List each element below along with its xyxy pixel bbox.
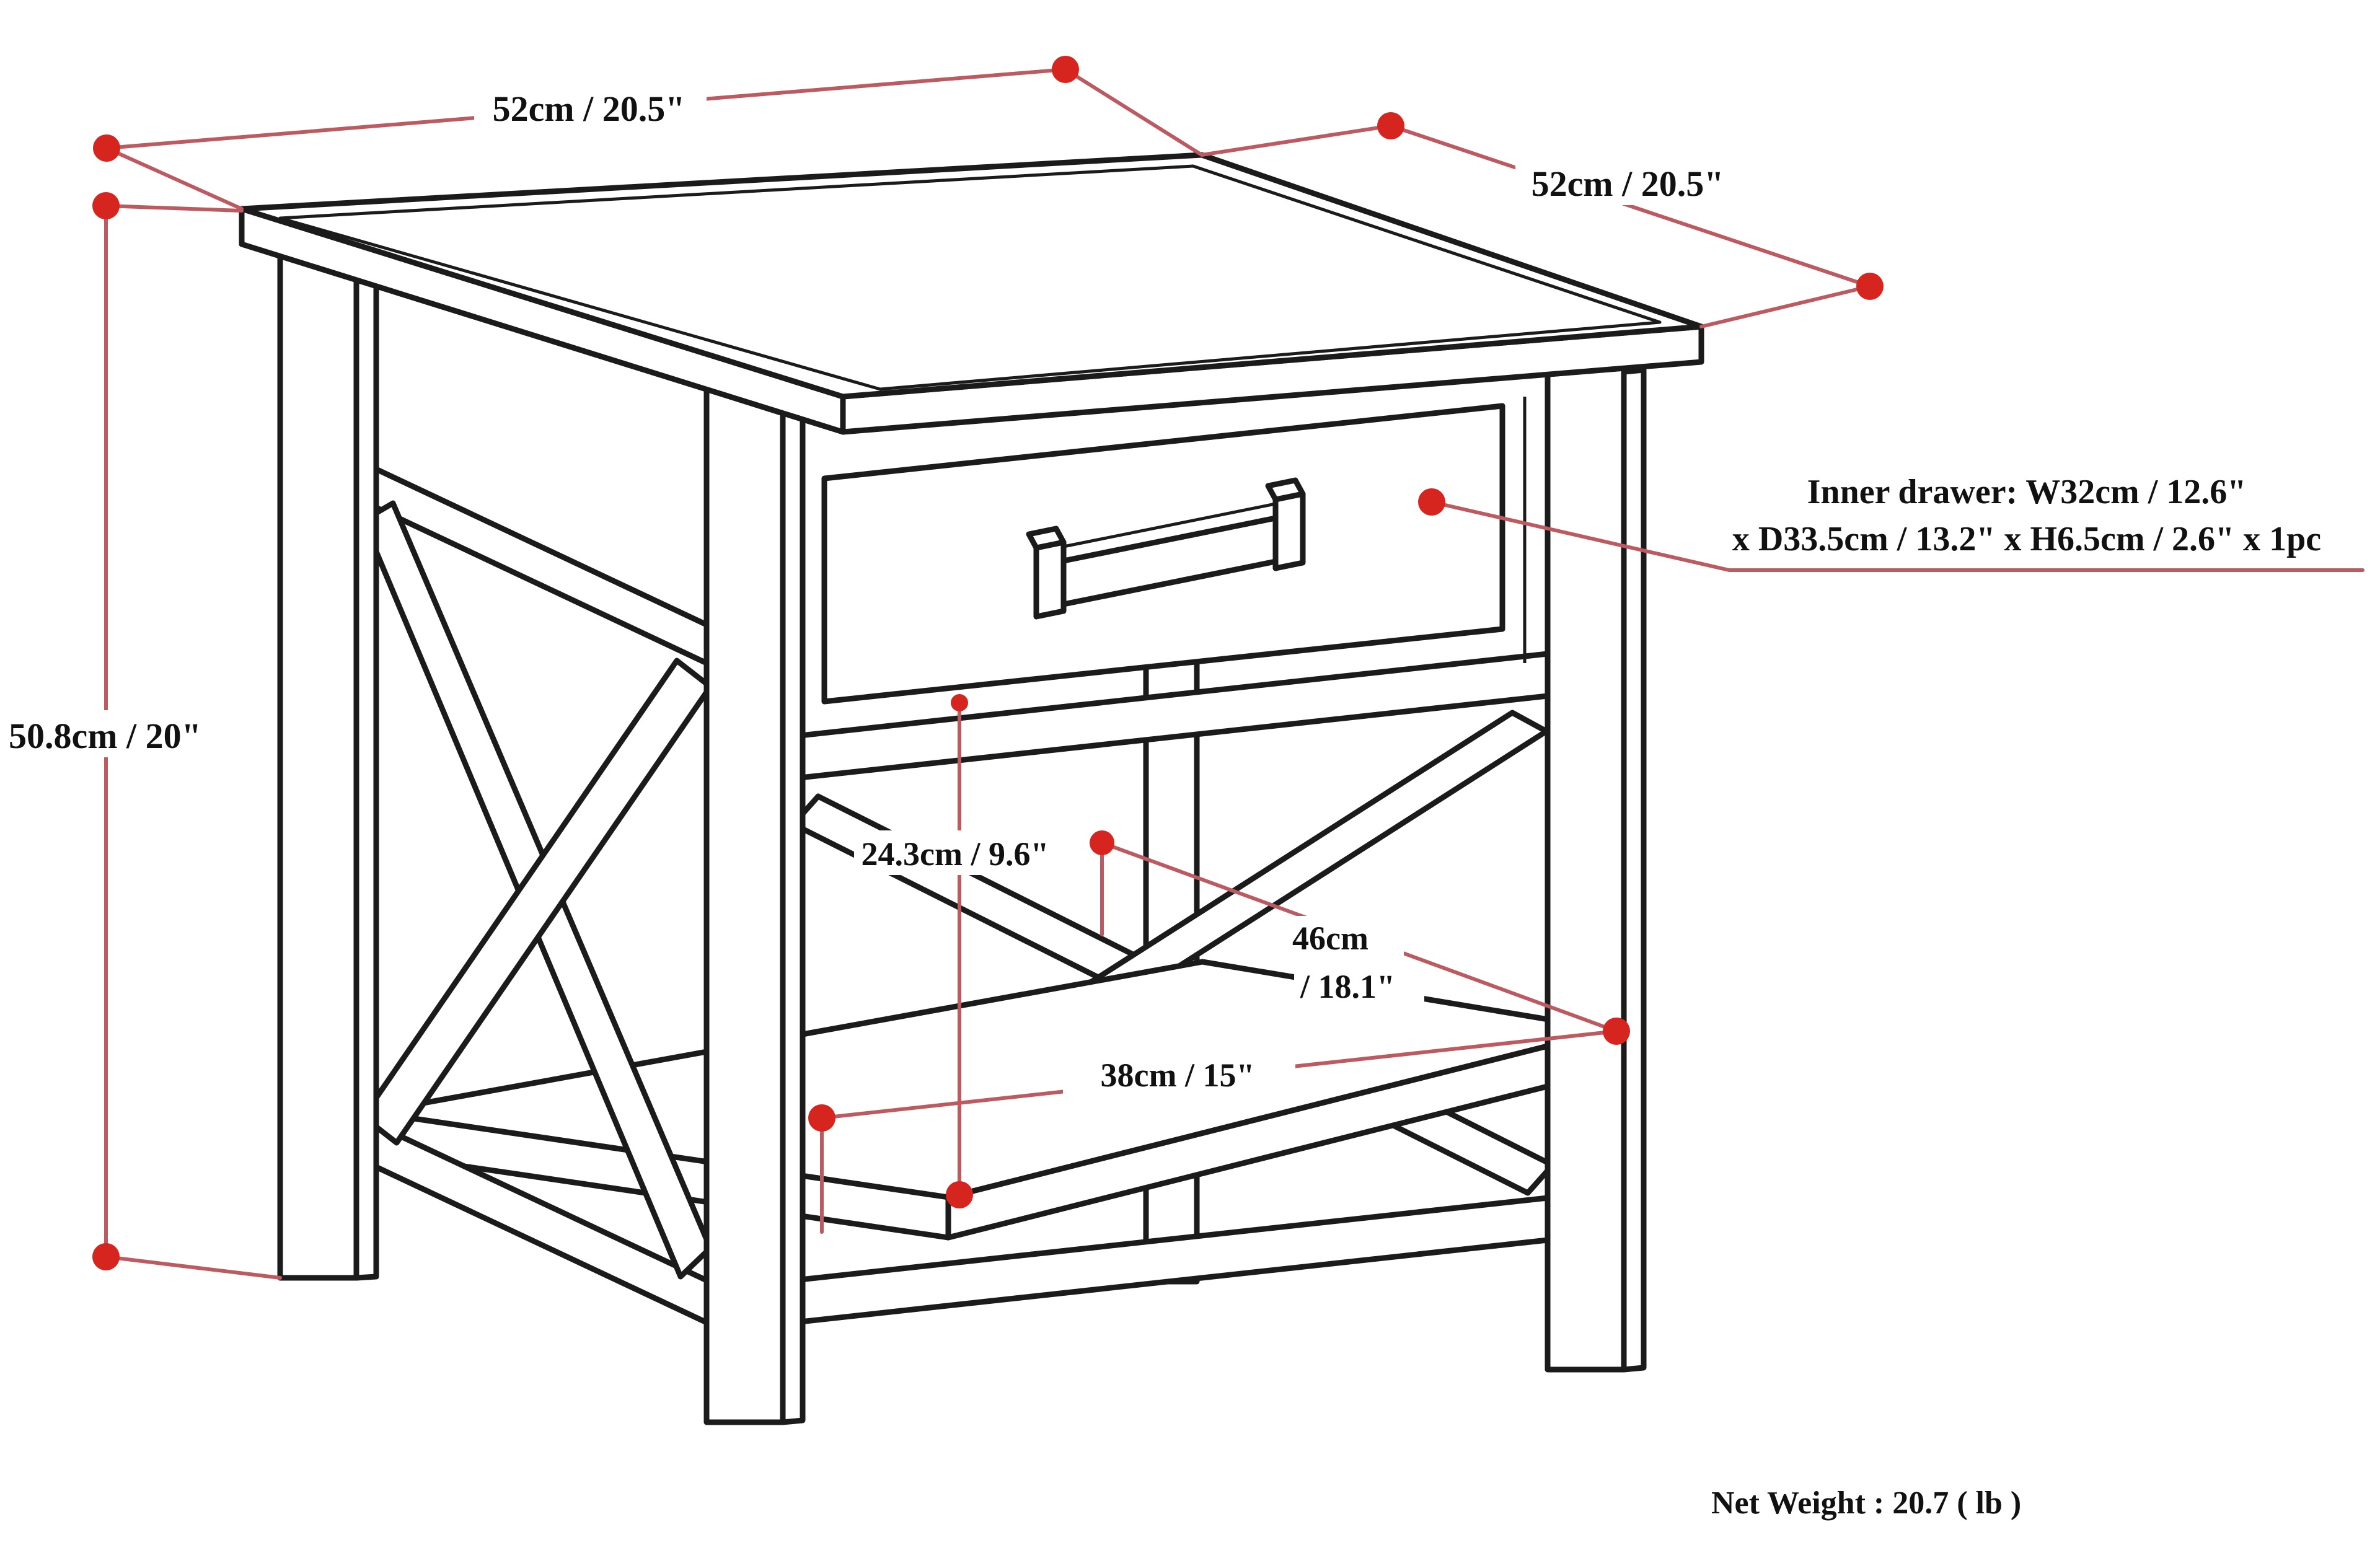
label-top-width: 52cm / 20.5": [493, 89, 685, 129]
halo-top-width: [474, 81, 707, 130]
dim-leader-top-depth-left: [1200, 124, 1393, 157]
halo-shelf-depth-2: [1294, 964, 1424, 1006]
right-leg-side: [1621, 367, 1647, 1373]
dot-shelf-width-left: [808, 1104, 835, 1132]
label-inner-drawer-line2: x D33.5cm / 13.2" x H6.5cm / 2.6" x 1pc: [1732, 520, 2321, 558]
dim-leader-top-width-left: [105, 146, 244, 211]
dot-shelf-depth-top: [1090, 830, 1114, 855]
dim-leader-height-bottom: [104, 1255, 282, 1280]
dot-top-depth-right: [1856, 273, 1884, 300]
halo-open-height: [854, 830, 1059, 875]
handle-left-post: [1033, 539, 1067, 620]
dimension-overlay: 52cm / 20.5" 52cm / 20.5" 50.8cm / 20" I…: [4, 56, 2365, 1521]
tabletop-plank-border: [278, 164, 1662, 391]
dot-open-height-top: [951, 694, 968, 711]
handle-left-post-top: [1026, 526, 1067, 551]
tabletop: [239, 152, 1704, 435]
halo-top-depth: [1515, 158, 1745, 205]
label-open-space-height: 24.3cm / 9.6": [862, 835, 1049, 873]
dot-height-top: [92, 192, 120, 219]
dot-height-bottom: [92, 1243, 120, 1270]
front-leg-front: [703, 386, 786, 1425]
label-inner-drawer-line1: Inner drawer: W32cm / 12.6": [1807, 473, 2247, 511]
label-net-weight: Net Weight : 20.7 ( lb ): [1711, 1485, 2021, 1521]
drawer: [801, 397, 1527, 741]
halo-shelf-width: [1063, 1050, 1295, 1096]
handle-right-post: [1272, 491, 1306, 571]
dot-inner-drawer: [1418, 488, 1445, 516]
left-x-strut-b: [360, 658, 713, 1146]
label-shelf-depth-line1: 46cm: [1292, 920, 1368, 957]
right-leg-front: [1545, 365, 1627, 1373]
dot-top-depth-left: [1377, 112, 1404, 139]
dot-top-width-left: [93, 134, 120, 162]
dim-leader-top-depth-right: [1699, 284, 1872, 328]
dot-top-width-right: [1052, 56, 1079, 83]
drawer-handle: [1026, 477, 1306, 620]
left-side-panel: [353, 457, 713, 1326]
label-top-depth: 52cm / 20.5": [1532, 164, 1724, 204]
dim-leader-inner-drawer: [1430, 500, 2365, 572]
dim-leader-height-top: [104, 204, 244, 213]
label-overall-height: 50.8cm / 20": [9, 716, 201, 756]
halo-shelf-depth-1: [1286, 916, 1404, 958]
dim-line-top-depth: [1389, 124, 1872, 288]
left-leg-front: [277, 253, 359, 1281]
dot-shelf-corner-right: [1603, 1018, 1630, 1045]
table-line-art: [239, 152, 1704, 1425]
front-leg-side: [780, 407, 806, 1425]
dot-open-height-bottom: [946, 1181, 973, 1208]
halo-height: [4, 710, 218, 757]
left-leg-side: [353, 255, 379, 1281]
handle-right-post-top: [1265, 477, 1306, 503]
label-shelf-width: 38cm / 15": [1101, 1057, 1255, 1094]
label-shelf-depth-line2: / 18.1": [1300, 968, 1395, 1005]
handle-bar-top-edge: [1063, 502, 1276, 548]
dim-leader-top-width-right: [1064, 68, 1204, 157]
